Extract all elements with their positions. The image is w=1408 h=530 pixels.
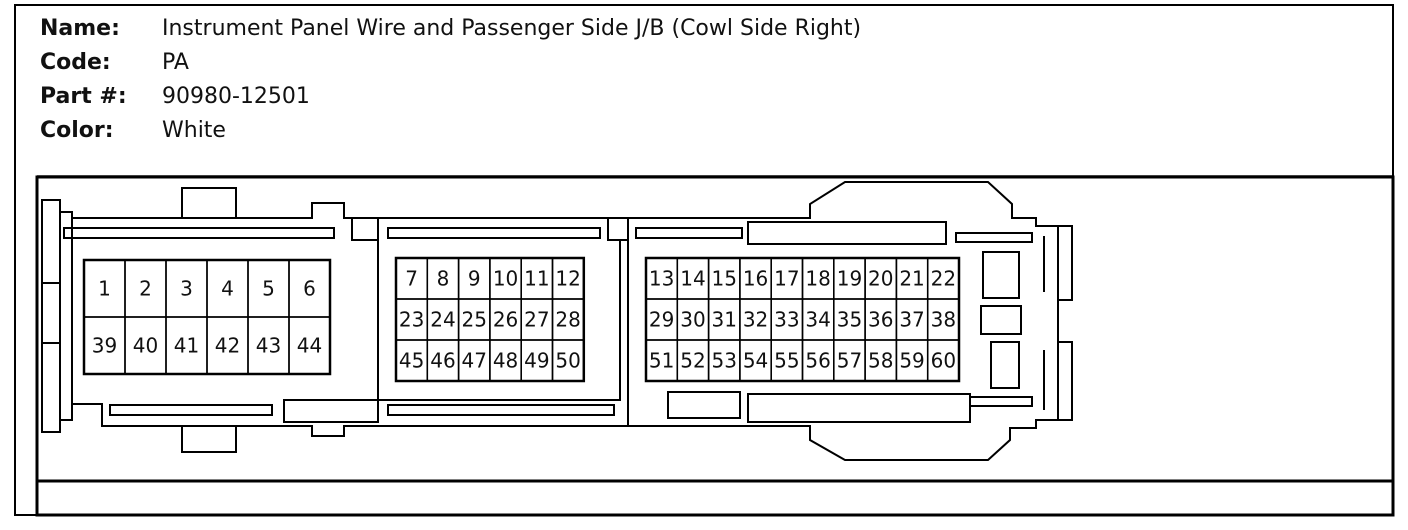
- terminal-number-36: 36: [868, 308, 893, 332]
- terminal-number-23: 23: [399, 308, 424, 332]
- terminal-number-47: 47: [462, 349, 487, 373]
- name-label: Name:: [40, 16, 120, 41]
- right-lug-lower: [1057, 341, 1073, 421]
- terminal-number-43: 43: [256, 334, 281, 358]
- terminal-number-16: 16: [743, 267, 768, 291]
- bottom-latch-tab: [181, 426, 237, 453]
- guide-rail-bottom-left: [109, 404, 273, 416]
- terminal-number-19: 19: [837, 267, 862, 291]
- color-value: White: [162, 118, 226, 143]
- terminal-number-9: 9: [468, 267, 481, 291]
- terminal-number-28: 28: [555, 308, 580, 332]
- terminal-number-45: 45: [399, 349, 424, 373]
- terminal-number-49: 49: [524, 349, 549, 373]
- terminal-number-35: 35: [837, 308, 862, 332]
- left-divider-notch: [351, 218, 379, 241]
- middle-cavity-wall: [377, 240, 621, 401]
- terminal-number-11: 11: [524, 267, 549, 291]
- terminal-number-12: 12: [555, 267, 580, 291]
- terminal-number-21: 21: [899, 267, 924, 291]
- color-label: Color:: [40, 118, 114, 143]
- terminal-number-15: 15: [712, 267, 737, 291]
- guide-rail-bottom-right-long: [747, 393, 971, 423]
- terminal-number-56: 56: [805, 349, 830, 373]
- terminal-number-55: 55: [774, 349, 799, 373]
- terminal-number-54: 54: [743, 349, 768, 373]
- lock-window-lower: [990, 341, 1020, 389]
- terminal-number-41: 41: [174, 334, 199, 358]
- code-label: Code:: [40, 50, 111, 75]
- left-side-tab: [41, 282, 61, 344]
- guide-rail-top-right-long: [747, 221, 947, 245]
- guide-rail-bottom-right-short: [667, 391, 741, 419]
- terminal-number-44: 44: [297, 334, 322, 358]
- terminal-number-6: 6: [303, 277, 316, 301]
- terminal-number-13: 13: [649, 267, 674, 291]
- terminal-number-34: 34: [805, 308, 830, 332]
- terminal-number-37: 37: [899, 308, 924, 332]
- lock-window-middle: [980, 305, 1022, 335]
- terminal-number-5: 5: [262, 277, 275, 301]
- name-value: Instrument Panel Wire and Passenger Side…: [162, 16, 862, 41]
- terminal-number-32: 32: [743, 308, 768, 332]
- terminal-number-39: 39: [92, 334, 117, 358]
- lock-window-upper: [982, 251, 1020, 299]
- guide-rail-bottom-middle: [387, 404, 615, 416]
- terminal-number-18: 18: [805, 267, 830, 291]
- terminal-number-48: 48: [493, 349, 518, 373]
- terminal-number-17: 17: [774, 267, 799, 291]
- terminal-number-29: 29: [649, 308, 674, 332]
- diagram-box: [35, 175, 1395, 517]
- terminal-number-42: 42: [215, 334, 240, 358]
- guide-rail-top-right-short: [635, 227, 743, 239]
- terminal-cavity-60: [926, 339, 960, 382]
- terminal-number-1: 1: [98, 277, 111, 301]
- terminal-number-22: 22: [931, 267, 956, 291]
- part-number-value: 90980-12501: [162, 84, 310, 109]
- terminal-number-26: 26: [493, 308, 518, 332]
- guide-rail-top-left: [63, 227, 335, 239]
- right-lug-upper: [1057, 225, 1073, 301]
- terminal-number-50: 50: [555, 349, 580, 373]
- terminal-number-14: 14: [680, 267, 705, 291]
- lock-rail-bottom: [969, 396, 1033, 407]
- terminal-number-27: 27: [524, 308, 549, 332]
- terminal-number-4: 4: [221, 277, 234, 301]
- terminal-number-33: 33: [774, 308, 799, 332]
- terminal-number-20: 20: [868, 267, 893, 291]
- terminal-number-40: 40: [133, 334, 158, 358]
- right-divider-notch: [607, 218, 629, 241]
- terminal-number-58: 58: [868, 349, 893, 373]
- terminal-number-31: 31: [712, 308, 737, 332]
- terminal-number-24: 24: [430, 308, 455, 332]
- terminal-number-46: 46: [430, 349, 455, 373]
- terminal-cavity-44: [288, 316, 331, 375]
- terminal-number-25: 25: [462, 308, 487, 332]
- connector-housing-outline: [41, 181, 1059, 461]
- bottom-left-step: [283, 399, 379, 423]
- terminal-number-8: 8: [437, 267, 450, 291]
- code-value: PA: [162, 50, 189, 75]
- terminal-number-53: 53: [712, 349, 737, 373]
- terminal-number-2: 2: [139, 277, 152, 301]
- terminal-number-57: 57: [837, 349, 862, 373]
- terminal-number-30: 30: [680, 308, 705, 332]
- terminal-number-60: 60: [931, 349, 956, 373]
- terminal-number-59: 59: [899, 349, 924, 373]
- terminal-number-3: 3: [180, 277, 193, 301]
- terminal-number-38: 38: [931, 308, 956, 332]
- part-number-label: Part #:: [40, 84, 127, 109]
- terminal-number-52: 52: [680, 349, 705, 373]
- lock-rail-top: [955, 232, 1033, 243]
- top-latch-tab: [181, 187, 237, 218]
- terminal-cavity-50: [551, 339, 585, 382]
- terminal-number-10: 10: [493, 267, 518, 291]
- terminal-number-7: 7: [405, 267, 418, 291]
- guide-rail-top-middle: [387, 227, 601, 239]
- terminal-number-51: 51: [649, 349, 674, 373]
- right-cavity-wall: [620, 239, 629, 426]
